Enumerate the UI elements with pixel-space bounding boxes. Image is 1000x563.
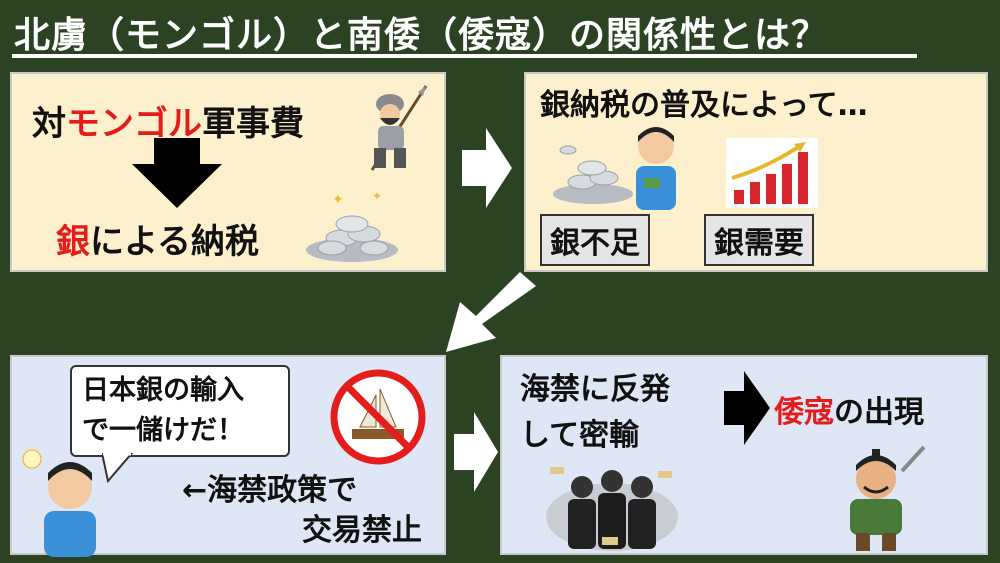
panel-silver-tax-spread: 銀納税の普及によって… 銀不足 銀需要 [524,72,988,272]
silver-pile-icon: ✦ ✦ [306,189,398,262]
bubble-tail [102,453,134,483]
trade-ban-text: 交易禁止 [302,513,422,548]
down-arrow-icon [132,138,222,208]
smuggling-line-2: して密輸 [520,418,640,453]
worried-person-icon [636,127,676,210]
black-arrow-icon [724,371,770,445]
sea-ban-policy-text: ←海禁政策で [182,473,358,508]
merchant-person-icon [22,449,96,557]
smuggling-text: 海禁に反発 して密輸 [520,367,670,459]
svg-text:✦: ✦ [372,189,382,203]
panel-wokou: 海禁に反発 して密輸 倭寇の出現 [500,355,988,555]
silver-red-text: 銀 [56,222,90,262]
right-arrow-icon-2 [454,412,498,492]
smuggling-line-1: 海禁に反発 [520,372,670,407]
panel-sea-ban: 日本銀の輸入 で一儲けだ！ ←海禁政策で 交易禁止 [10,355,446,557]
panel-military-expense: 対モンゴル軍事費 銀による納税 ✦ ✦ [10,72,446,272]
silver-shortage-tag: 銀不足 [540,214,650,266]
wokou-pirate-icon [850,445,926,551]
diagonal-arrow-icon [446,272,536,352]
no-ship-sign-icon [330,369,426,465]
tax-text-rest: による納税 [90,222,259,262]
wokou-text: 倭寇の出現 [774,387,924,431]
right-arrow-icon [462,128,512,208]
bubble-line-2: で一儲けだ！ [82,415,244,446]
wokou-red-text: 倭寇 [774,395,834,430]
text-prefix: 対 [32,104,66,144]
rising-bar-chart-icon [726,138,818,208]
appearance-text: の出現 [834,395,924,430]
bubble-line-1: 日本銀の輸入 [82,375,244,406]
speech-bubble: 日本銀の輸入 で一儲けだ！ [70,365,290,457]
page-title: 北虜（モンゴル）と南倭（倭寇）の関係性とは？ [14,15,829,56]
title-underline [12,54,917,58]
silver-coins-icon [553,145,633,204]
svg-text:✦: ✦ [332,192,344,208]
smugglers-group-icon [546,467,678,551]
silver-tax-text: 銀による納税 [56,214,259,263]
silver-tax-spread-heading: 銀納税の普及によって… [540,88,868,123]
text-suffix: 軍事費 [202,104,304,144]
military-expense-text: 対モンゴル軍事費 [32,96,304,145]
mongol-red-text: モンゴル [66,104,202,144]
mongol-soldier-icon [370,85,428,171]
silver-demand-tag: 銀需要 [704,214,814,266]
